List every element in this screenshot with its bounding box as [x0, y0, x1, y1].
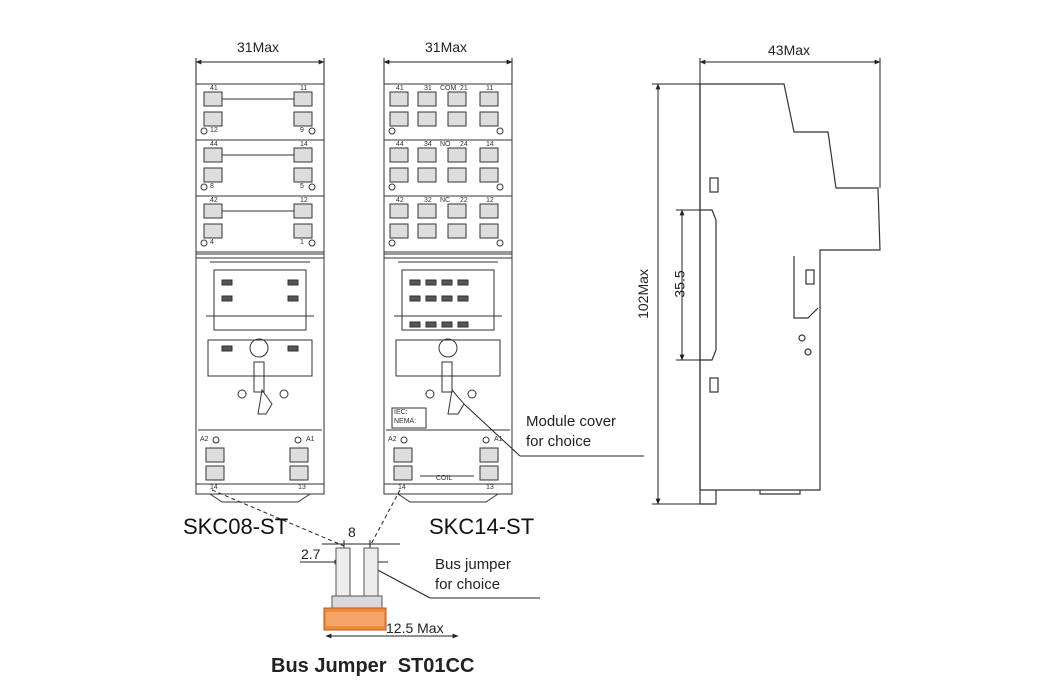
bus-jumper-part	[323, 547, 387, 631]
terminal-number: 12	[210, 127, 218, 134]
label-a1-right: A1	[494, 436, 503, 443]
terminal-number: 14	[486, 141, 494, 148]
label-com: COM	[440, 85, 457, 92]
terminal-number: 8	[210, 183, 214, 190]
part-title: Bus Jumper ST01CC	[271, 655, 475, 677]
label-a2-left: A2	[200, 436, 209, 443]
dimension-lines	[195, 58, 881, 639]
label-coil: COIL	[436, 475, 453, 482]
terminal-number: 14	[300, 141, 308, 148]
label-nema: NEMA:	[394, 418, 417, 425]
socket-skc14	[383, 83, 513, 503]
callout-module-cover-line2: for choice	[526, 433, 592, 450]
socket-skc08	[195, 83, 325, 503]
dim-jumper-pitch: 8	[348, 524, 356, 540]
terminal-number: 32	[424, 197, 432, 204]
terminal-number: 4	[210, 239, 214, 246]
dim-jumper-pin: 2.7	[301, 546, 321, 562]
terminal-number: 14	[210, 484, 218, 491]
label-a1-left: A1	[306, 436, 315, 443]
terminal-number: 12	[486, 197, 494, 204]
terminal-number: 12	[300, 197, 308, 204]
terminal-number: 42	[396, 197, 404, 204]
dim-jumper-width: 12.5 Max	[386, 620, 444, 636]
callout-bus-jumper: Bus jumper for choice	[435, 555, 511, 595]
callout-module-cover-line1: Module cover	[526, 413, 617, 430]
terminal-number: 44	[210, 141, 218, 148]
terminal-number: 44	[396, 141, 404, 148]
terminal-number: 13	[298, 484, 306, 491]
terminal-number: 41	[210, 85, 218, 92]
model-left: SKC08-ST	[183, 514, 289, 539]
dim-side-width: 43Max	[768, 42, 811, 58]
terminal-number: 24	[460, 141, 468, 148]
terminal-number: 5	[300, 183, 304, 190]
callout-bus-jumper-line1: Bus jumper	[435, 556, 511, 573]
callout-bus-jumper-line2: for choice	[435, 576, 501, 593]
terminal-number: 41	[396, 85, 404, 92]
terminal-number: 13	[486, 484, 494, 491]
callout-module-cover: Module cover for choice	[526, 412, 616, 452]
label-a2-right: A2	[388, 436, 397, 443]
label-nc: NC	[440, 197, 451, 204]
dim-height: 102Max	[634, 269, 651, 319]
terminal-number: 9	[300, 127, 304, 134]
model-right: SKC14-ST	[429, 514, 535, 539]
dim-skc08-width: 31Max	[237, 39, 280, 55]
dim-skc14-width: 31Max	[425, 39, 468, 55]
dim-rail: 35.5	[671, 270, 688, 298]
terminal-number: 21	[460, 85, 468, 92]
terminal-number: 42	[210, 197, 218, 204]
terminal-number: 1	[300, 239, 304, 246]
terminal-number: 22	[460, 197, 468, 204]
terminal-number: 11	[486, 85, 494, 92]
label-no: NO	[440, 141, 451, 148]
terminal-number: 34	[424, 141, 432, 148]
terminal-number: 11	[300, 85, 308, 92]
terminal-number: 31	[424, 85, 432, 92]
side-view	[699, 83, 881, 505]
label-iec: IEC:	[394, 409, 408, 416]
terminal-number: 14	[398, 484, 406, 491]
